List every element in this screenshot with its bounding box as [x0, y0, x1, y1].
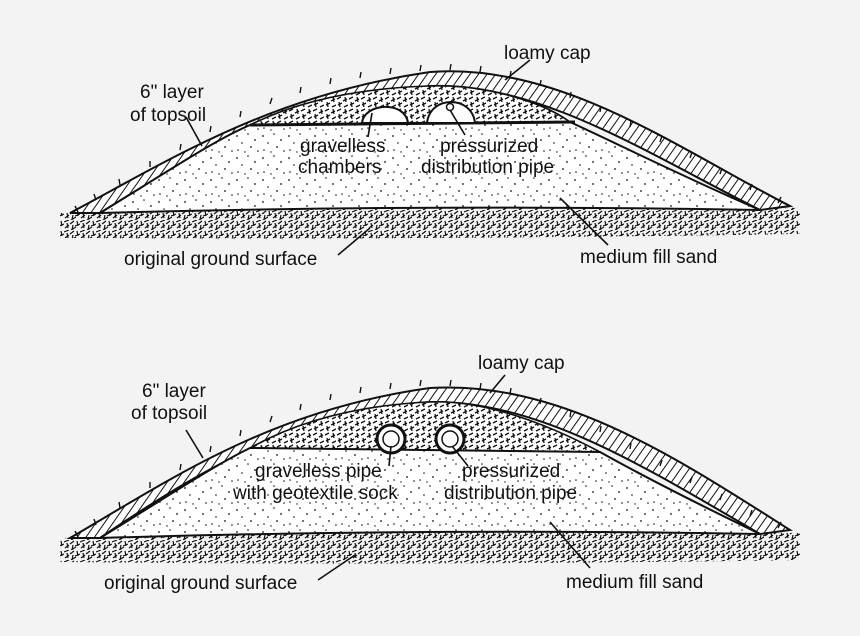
bottom-gravelless-label-line1: gravelless pipe — [255, 461, 382, 482]
top-chambers-leader — [367, 112, 373, 138]
top-pipe-label-line1: pressurized — [440, 136, 538, 157]
bottom-pipe-center-icon — [441, 430, 459, 448]
top-sand-leader — [559, 197, 609, 246]
bottom-sand-fill — [96, 446, 761, 540]
top-ground-label: original ground surface — [124, 249, 317, 270]
bottom-pipe-label-line2: distribution pipe — [444, 483, 577, 504]
bottom-gravel-zone — [246, 401, 601, 453]
top-gravel-zone — [249, 85, 573, 126]
bottom-ground-label: original ground surface — [104, 573, 297, 594]
top-loamy-cap-label: loamy cap — [504, 43, 591, 64]
top-gravelless-chamber — [360, 105, 410, 124]
bottom-gravelless-leader — [388, 445, 392, 467]
bottom-topsoil-label-line1: 6" layer — [142, 381, 206, 402]
top-bed-line — [249, 120, 576, 127]
bottom-loamy-cap-label: loamy cap — [478, 353, 565, 374]
bottom-sand-label: medium fill sand — [566, 572, 703, 593]
top-loamy-cap-leader — [504, 59, 531, 81]
bottom-gravelless-label-line2: with geotextile sock — [232, 483, 398, 504]
top-topsoil-leader — [185, 116, 203, 147]
bottom-geotextile-sock-icon — [382, 430, 400, 448]
top-mound-diagram: loamy cap 6" layer of topsoil gravelless… — [60, 43, 800, 270]
top-grass-tufts — [74, 63, 782, 213]
top-chambers-label-line1: gravelless — [300, 136, 386, 157]
top-topsoil-label-line2: of topsoil — [130, 105, 206, 126]
top-original-ground — [60, 205, 800, 239]
top-sand-fill — [96, 120, 761, 215]
bottom-original-ground — [60, 531, 800, 564]
bottom-grass-tufts — [74, 379, 782, 538]
bottom-sand-leader — [549, 521, 591, 569]
top-sand-label: medium fill sand — [580, 247, 717, 268]
top-topsoil-label-line1: 6" layer — [140, 82, 204, 103]
bottom-mound-diagram: loamy cap 6" layer of topsoil gravelless… — [60, 353, 800, 594]
bottom-pipe-leader — [451, 445, 469, 467]
bottom-topsoil-leader — [185, 429, 204, 459]
bottom-ground-leader — [317, 554, 356, 581]
top-chambers-label-line2: chambers — [298, 157, 381, 178]
top-ground-leader — [337, 227, 371, 256]
bottom-topsoil-label-line2: of topsoil — [131, 403, 207, 424]
top-pipe-leader — [449, 109, 466, 136]
bottom-loamy-cap-leader — [489, 374, 506, 394]
top-pipe-label-line2: distribution pipe — [421, 157, 554, 178]
bottom-pipe-label-line1: pressurized — [462, 461, 560, 482]
